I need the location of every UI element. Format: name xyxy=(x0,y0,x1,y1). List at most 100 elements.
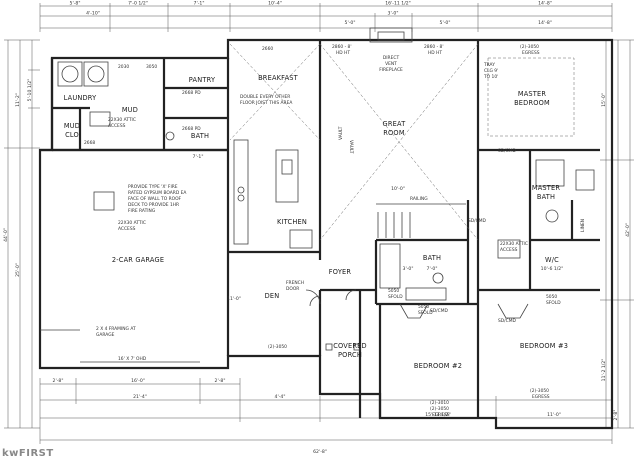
dim-inner-2: 7'-1" xyxy=(193,154,204,160)
room-master-bedroom-2: BEDROOM xyxy=(514,99,550,107)
room-mud: MUD xyxy=(122,106,138,114)
window-2030: 2030 xyxy=(118,64,129,70)
note-attic-garage-2: ACCESS xyxy=(118,226,136,232)
door-bath: 2668 PD xyxy=(182,126,201,132)
dim-bottom-4: 21'-4" xyxy=(133,394,147,400)
window-bed3-1: (2)-3050 xyxy=(530,388,549,394)
note-attic-bath-1: 22X30 ATTIC xyxy=(500,241,528,247)
room-mud-clo-1: MUD xyxy=(64,122,80,130)
room-bedroom2: BEDROOM #2 xyxy=(414,362,462,370)
dim-top2-3: 5'-0" xyxy=(345,20,356,26)
window-bed2-2: (2)-3050 xyxy=(430,406,449,412)
room-covered-porch-1: COVERED xyxy=(333,342,367,350)
room-garage: 2-CAR GARAGE xyxy=(112,256,164,264)
dim-top-1: 5'-8" xyxy=(70,1,81,7)
dim-bottom-1: 2'-8" xyxy=(53,378,64,384)
note-tray-1: TRAY xyxy=(483,62,495,68)
note-tray-2: CLG 9' xyxy=(484,68,498,74)
window-bed2-3: EGRESS xyxy=(432,412,450,418)
room-bedroom3: BEDROOM #3 xyxy=(520,342,568,350)
left-dimension-lines xyxy=(4,39,40,429)
note-french-1: FRENCH xyxy=(286,280,304,286)
window-2860-b-2: HD HT xyxy=(428,50,442,56)
dim-inner-4: 3'-0" xyxy=(403,266,414,272)
dim-inner-5: 7'-0" xyxy=(427,266,438,272)
note-attic-mud-1: 22X30 ATTIC xyxy=(108,117,136,123)
closet-bed3-2: SFOLD xyxy=(546,300,561,306)
door-mud-clo: 2668 xyxy=(84,140,95,146)
closet-bed3-1: 5050 xyxy=(546,294,557,300)
room-labels: PANTRY LAUNDRY MUD MUD CLO BATH BREAKFAS… xyxy=(64,74,568,370)
dim-top-5: 16'-11 1/2" xyxy=(385,1,411,7)
interior-walls xyxy=(40,40,600,418)
note-attic-garage-1: 22X30 ATTIC xyxy=(118,220,146,226)
note-fire-1: PROVIDE TYPE 'X' FIRE xyxy=(128,184,178,190)
fixtures xyxy=(40,27,595,363)
dim-right-3: 11'-2 1/2" xyxy=(601,359,607,382)
note-joist-1: DOUBLE EVERY OTHER xyxy=(240,94,290,100)
window-labels: 2660 2860 - 8' HD HT 2860 - 8' HD HT (2)… xyxy=(84,44,561,418)
note-fireplace-1: DIRECT xyxy=(383,55,400,61)
dim-top2-1: 4'-10" xyxy=(86,11,100,17)
note-linen: LINEN xyxy=(580,219,586,232)
note-framing-2: GARAGE xyxy=(96,332,115,338)
room-master-bath-2: BATH xyxy=(537,193,555,201)
note-fire-2: RATED GYPSUM BOARD EA xyxy=(128,190,186,196)
dim-inner-3: 11'-0" xyxy=(227,296,241,302)
dim-right-4: 2'-8" xyxy=(613,410,619,421)
note-fireplace-3: FIREPLACE xyxy=(379,67,403,73)
room-master-bedroom-1: MASTER xyxy=(518,90,547,98)
dim-top-6: 14'-8" xyxy=(538,1,552,7)
room-bath-small: BATH xyxy=(191,132,209,140)
room-great-room-1: GREAT xyxy=(383,120,407,128)
dim-top2-2: 3'-0" xyxy=(388,11,399,17)
note-joist-2: FLOOR JOIST THIS AREA xyxy=(240,100,292,106)
window-3050: 3050 xyxy=(146,64,157,70)
dim-bottom-6: 15'-11 1/2" xyxy=(425,412,451,418)
sd-cmd-1: SD/CMD xyxy=(498,148,517,154)
dim-right-1: 15'-0" xyxy=(601,93,607,107)
watermark: kwFIRST xyxy=(2,448,54,459)
room-covered-porch-2: PORCH xyxy=(338,351,362,359)
window-bed3-2: EGRESS xyxy=(532,394,550,400)
closet-bed2-1: 5050 xyxy=(388,288,399,294)
dim-left-3: 25'-0" xyxy=(15,263,21,277)
room-mud-clo-2: CLO xyxy=(65,131,79,139)
note-fire-4: DECK TO PROVIDE 1HR xyxy=(128,202,179,208)
closet-bath-1: 5050 xyxy=(418,304,429,310)
window-2660: 2660 xyxy=(262,46,273,52)
top-dimension-lines xyxy=(39,3,613,32)
closet-bed2-2: SFOLD xyxy=(388,294,403,300)
dim-left-2: 5'-10 1/2" xyxy=(27,79,33,102)
room-great-room-2: ROOM xyxy=(383,129,405,137)
window-master-egress-2: EGRESS xyxy=(522,50,540,56)
note-vault-right: VAULT xyxy=(348,140,354,154)
sd-cmd-2: SD/CMD xyxy=(468,218,487,224)
room-pantry: PANTRY xyxy=(189,76,216,84)
dim-bottom-5: 4'-4" xyxy=(275,394,286,400)
note-attic-mud-2: ACCESS xyxy=(108,123,126,129)
dim-left-4: 44'-0" xyxy=(3,228,9,242)
note-attic-bath-2: ACCESS xyxy=(500,247,518,253)
note-fire-3: FACE OF WALL TO ROOF xyxy=(128,196,182,202)
garage-door: 16' X 7' OHD xyxy=(118,356,147,362)
dim-overall: 62'-8" xyxy=(313,449,327,455)
bottom-dimension-lines xyxy=(39,378,613,444)
dim-bottom-2: 16'-0" xyxy=(131,378,145,384)
note-tray-3: TO 10' xyxy=(483,74,498,80)
dim-inner-1: 10'-0" xyxy=(391,186,405,192)
dim-top-4: 10'-4" xyxy=(268,1,282,7)
note-fireplace-2: VENT xyxy=(385,61,397,67)
sd-cmd-3: SD/CMD xyxy=(430,308,449,314)
room-breakfast: BREAKFAST xyxy=(258,74,299,82)
dim-inner-6: 10'-6 1/2" xyxy=(541,266,564,272)
dim-top-2: 7'-0 1/2" xyxy=(128,1,148,7)
door-pantry: 2668 PD xyxy=(182,90,201,96)
dim-top2-5: 14'-8" xyxy=(538,20,552,26)
room-wic: W/C xyxy=(545,256,559,264)
inner-dimensions: 10'-0" 7'-1" 11'-0" 3'-0" 7'-0" 10'-6 1/… xyxy=(193,154,564,302)
window-2860-b-1: 2860 - 8' xyxy=(424,44,444,50)
note-french-2: DOOR xyxy=(286,286,299,292)
note-framing-1: 2 X 4 FRAMING AT xyxy=(96,326,136,332)
